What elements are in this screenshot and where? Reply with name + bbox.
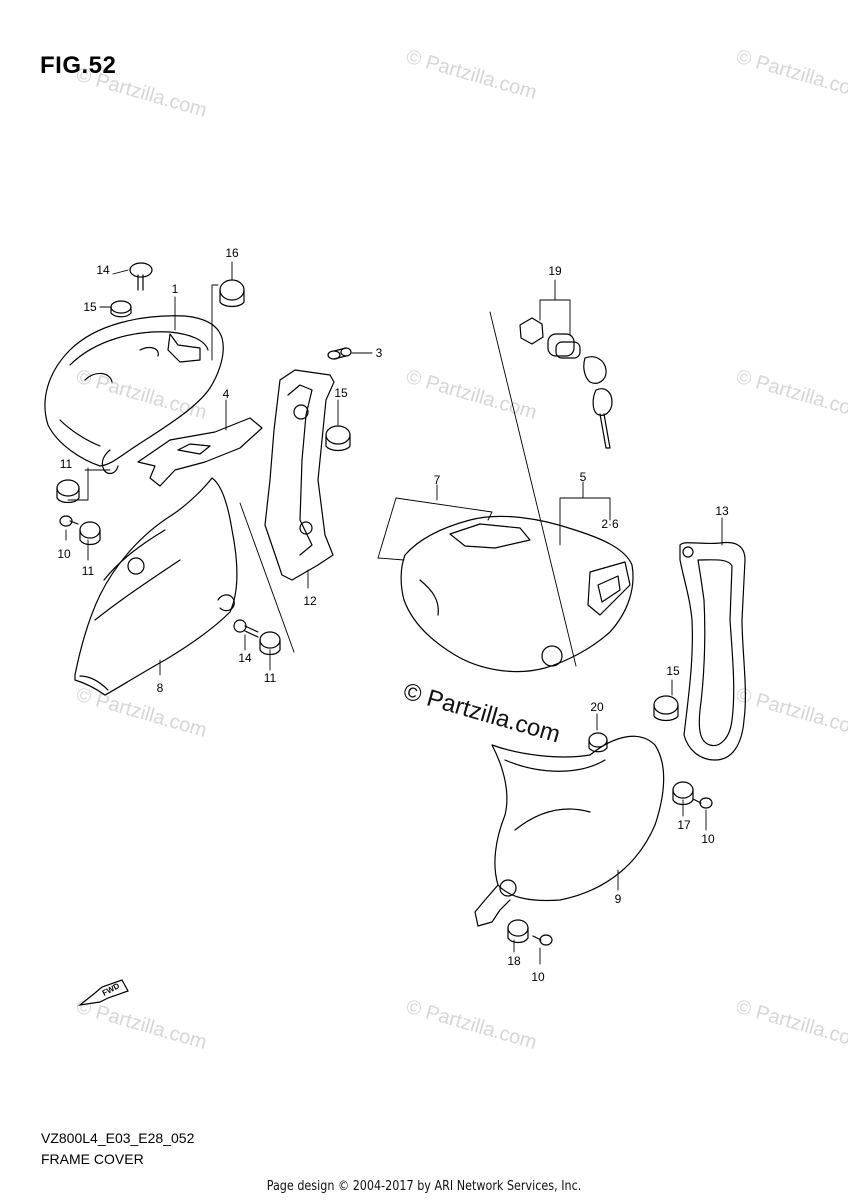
callout-16: 16 xyxy=(225,246,239,260)
callout-1: 1 xyxy=(172,282,179,296)
watermark: © Partzilla.com xyxy=(74,684,210,742)
small-hardware xyxy=(56,262,713,946)
leader-lines xyxy=(65,261,723,965)
watermark: © Partzilla.com xyxy=(404,996,540,1054)
callout-11: 11 xyxy=(82,564,95,578)
callout-14: 14 xyxy=(96,263,110,277)
callout-5: 5 xyxy=(580,470,587,484)
part-19-lock-set xyxy=(519,317,613,449)
watermark: © Partzilla.com xyxy=(734,996,848,1054)
callout-15: 15 xyxy=(666,664,680,678)
callout-18: 18 xyxy=(507,954,521,968)
callout-7: 7 xyxy=(434,473,441,487)
callout-9: 9 xyxy=(615,892,622,906)
watermark: © Partzilla.com xyxy=(404,46,540,104)
callout-10: 10 xyxy=(701,832,715,846)
watermark: © Partzilla.com xyxy=(404,366,540,424)
callout-19: 19 xyxy=(548,264,562,278)
callout-20: 20 xyxy=(590,700,604,714)
watermark: © Partzilla.com xyxy=(734,366,848,424)
callout-17: 17 xyxy=(677,818,691,832)
callout-11: 11 xyxy=(264,671,277,685)
watermarks: © Partzilla.com © Partzilla.com © Partzi… xyxy=(74,46,848,1054)
fwd-arrow-icon: FWD xyxy=(77,979,129,1006)
figure-code: VZ800L4_E03_E28_052 xyxy=(41,1130,195,1146)
part-7-side-cover xyxy=(400,515,634,673)
callout-15: 15 xyxy=(334,386,348,400)
callout-11: 11 xyxy=(60,457,73,471)
callout-10: 10 xyxy=(57,547,71,561)
callout-14: 14 xyxy=(238,651,252,665)
part-12-bracket xyxy=(264,369,335,581)
part-4-gasket xyxy=(137,417,263,487)
callout-13: 13 xyxy=(715,504,729,518)
callout-8: 8 xyxy=(157,681,164,695)
figure-title: FIG.52 xyxy=(40,52,117,79)
center-watermark: © Partzilla.com xyxy=(400,678,563,749)
part-1-frame-cover-upper xyxy=(44,315,224,475)
callout-3: 3 xyxy=(376,346,383,360)
callout-4: 4 xyxy=(223,387,230,401)
callout-2-6: 2·6 xyxy=(601,517,619,531)
watermark: © Partzilla.com xyxy=(74,996,210,1054)
page-footer: Page design © 2004-2017 by ARI Network S… xyxy=(266,1179,582,1194)
watermark: © Partzilla.com xyxy=(734,46,848,104)
figure-caption: FRAME COVER xyxy=(41,1151,144,1167)
watermark: © Partzilla.com xyxy=(734,684,848,742)
part-9-frame-cover-right xyxy=(474,735,665,927)
part-8-frame-cover-left xyxy=(74,477,238,696)
callout-labels: 1 2·6 3 4 5 7 8 9 10 10 10 11 11 11 12 1… xyxy=(57,246,729,984)
part-13-cushion xyxy=(679,541,746,761)
callout-12: 12 xyxy=(303,594,317,608)
callout-15: 15 xyxy=(83,300,97,314)
callout-10: 10 xyxy=(531,970,545,984)
